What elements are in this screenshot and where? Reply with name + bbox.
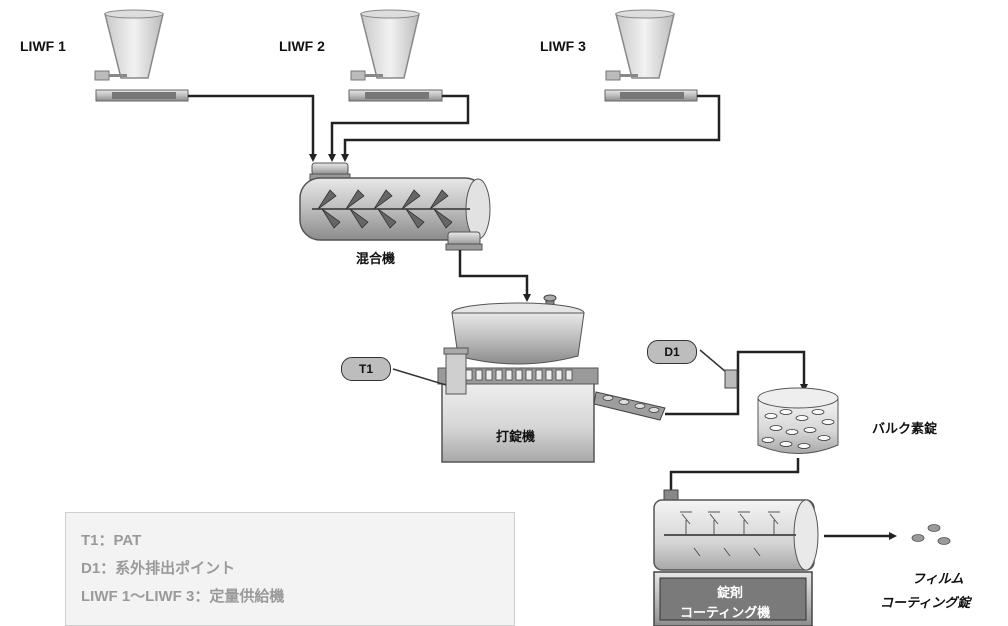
legend-box: T1：PAT D1：系外排出ポイント LIWF 1〜LIWF 3：定量供給機 — [65, 512, 515, 626]
feeder-liwf-1 — [94, 9, 189, 102]
legend-line-t1: T1：PAT — [81, 532, 142, 549]
line-mixer-press — [458, 250, 531, 302]
line-bulk-coater — [667, 458, 800, 500]
feeder-liwf-3 — [604, 9, 698, 102]
tablet-press — [437, 294, 666, 463]
label-liwf-3: LIWF 3 — [540, 38, 586, 54]
legend-line-liwf: LIWF 1〜LIWF 3：定量供給機 — [81, 588, 285, 605]
bulk-tablet-container — [757, 387, 839, 454]
feeder-liwf-2 — [348, 9, 443, 102]
legend-line-d1: D1：系外排出ポイント — [81, 560, 236, 577]
tag-d1: D1 — [647, 340, 697, 364]
feed-lines — [188, 94, 721, 162]
label-bulk-tablets: バルク素錠 — [872, 421, 938, 436]
label-mixer: 混合機 — [356, 251, 396, 266]
line-liwf1-mixer — [188, 94, 317, 162]
label-liwf-1: LIWF 1 — [20, 38, 66, 54]
coater — [653, 489, 819, 626]
film-coated-tablets — [911, 524, 951, 545]
d1-valve — [724, 369, 738, 389]
t1-pointer — [392, 368, 447, 386]
line-liwf2-mixer — [328, 94, 470, 162]
label-film-line2: コーティング錠 — [880, 595, 971, 610]
mixer — [299, 162, 491, 251]
label-coater-line2: コーティング機 — [680, 605, 771, 620]
line-liwf3-mixer — [341, 94, 721, 162]
tag-t1: T1 — [341, 357, 391, 381]
label-coater-line1: 錠剤 — [717, 585, 744, 600]
line-press-bulk — [665, 350, 808, 416]
label-film-line1: フィルム — [912, 571, 964, 586]
d1-pointer — [699, 349, 727, 373]
label-tablet-press: 打錠機 — [496, 429, 536, 444]
label-liwf-2: LIWF 2 — [279, 38, 325, 54]
